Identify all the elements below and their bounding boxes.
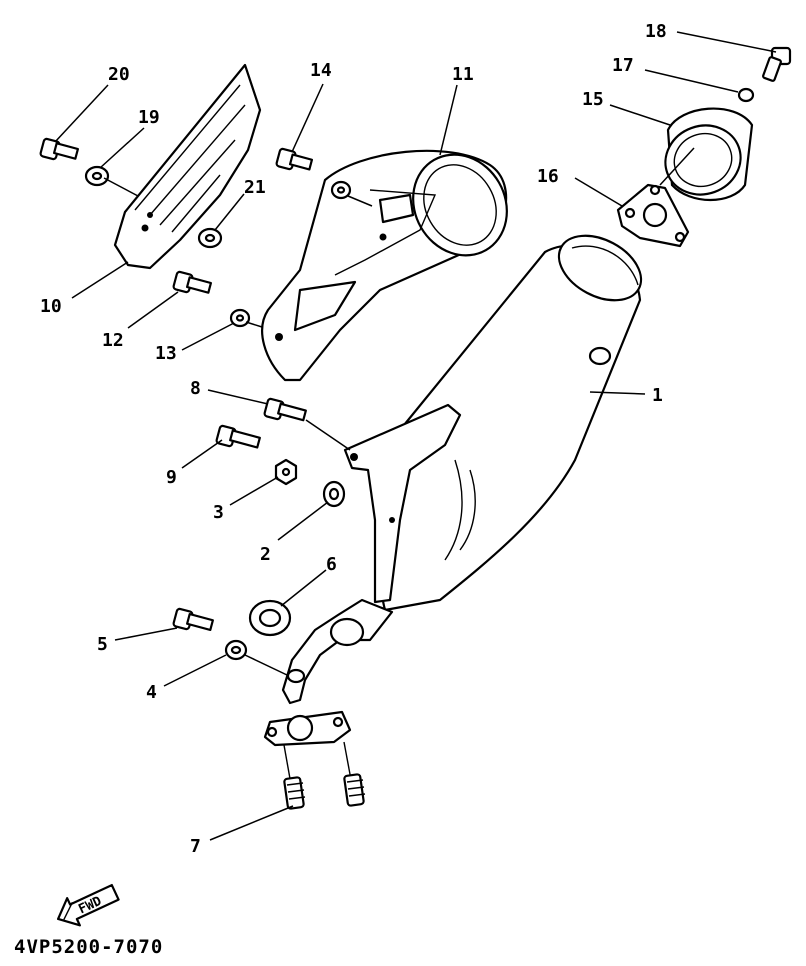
muffler-bracket: [343, 403, 462, 604]
flange-bolt-left: [283, 744, 306, 810]
callout-8: 8: [190, 378, 201, 399]
muffler-protector: [261, 149, 508, 382]
fwd-arrow-icon: FWD: [56, 883, 120, 927]
callout-10: 10: [40, 296, 62, 317]
collar-2: [322, 480, 346, 508]
gasket-flange: [616, 183, 690, 248]
callout-9: 9: [166, 467, 177, 488]
heat-guard-plate: [113, 63, 262, 270]
bolt-20: [39, 137, 80, 161]
callout-14: 14: [310, 60, 332, 81]
leader-lines: [54, 31, 777, 841]
gasket-6: [248, 599, 292, 637]
callout-3: 3: [213, 502, 224, 523]
bolt-5: [172, 607, 214, 632]
callout-15: 15: [582, 89, 604, 110]
flange-bolt-right: [343, 741, 366, 807]
washer-4: [224, 639, 248, 661]
washer-19: [84, 165, 110, 187]
exhaust-flange: [263, 710, 352, 747]
callout-1: 1: [652, 385, 663, 406]
callout-numbers: 1 2 3 4 5 6 7 8 9 10 11 12 13 14 15 16 1…: [40, 21, 667, 857]
callout-2: 2: [260, 544, 271, 565]
callout-21: 21: [244, 177, 266, 198]
document-code: 4VP5200-7070: [14, 936, 164, 958]
screw-18: [762, 46, 792, 82]
callout-17: 17: [612, 55, 634, 76]
washer-14: [330, 180, 352, 200]
callout-5: 5: [97, 634, 108, 655]
callout-6: 6: [326, 554, 337, 575]
callout-20: 20: [108, 64, 130, 85]
washer-17: [737, 87, 755, 103]
bolt-14: [275, 147, 314, 171]
nut-3: [274, 458, 298, 486]
callout-12: 12: [102, 330, 124, 351]
washer-21: [197, 227, 223, 249]
callout-16: 16: [537, 166, 559, 187]
muffler-body: [378, 234, 643, 612]
callout-11: 11: [452, 64, 474, 85]
bolt-9: [215, 424, 261, 449]
end-cap: [664, 107, 754, 202]
washer-13: [229, 308, 251, 328]
callout-19: 19: [138, 107, 160, 128]
exhaust-pipe: [281, 598, 394, 705]
callout-13: 13: [155, 343, 177, 364]
callout-4: 4: [146, 682, 157, 703]
bolt-12: [172, 270, 213, 294]
callout-7: 7: [190, 836, 201, 857]
bolt-8: [263, 397, 307, 422]
callout-18: 18: [645, 21, 667, 42]
